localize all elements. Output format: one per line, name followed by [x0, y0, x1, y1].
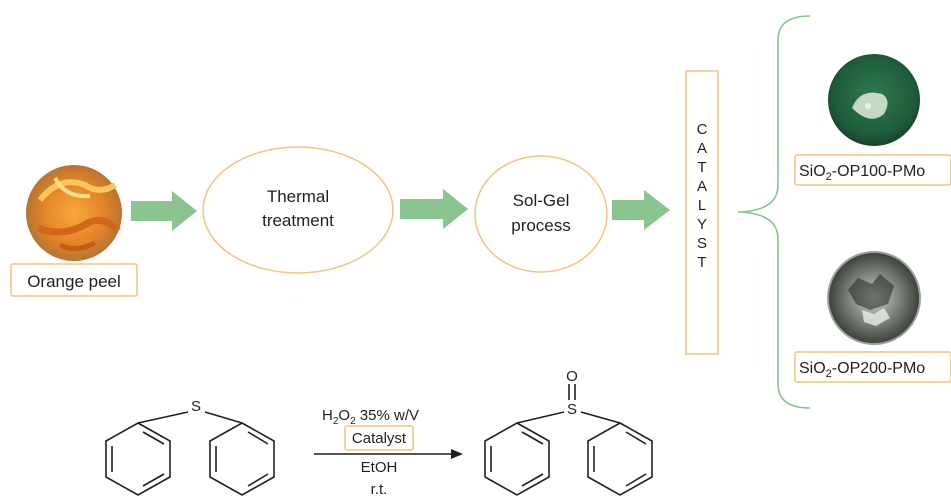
thermal-label-line2: treatment [262, 211, 334, 230]
product1-label: SiO2-OP100-PMo [799, 163, 925, 183]
catalyst-letter: A [697, 178, 707, 195]
arrow-head-icon [451, 449, 463, 459]
product1-label-box [794, 154, 951, 186]
diphenyl-sulfoxide-structure [484, 384, 653, 496]
product2-label-box [794, 351, 951, 383]
catalyst-letter: S [697, 235, 707, 252]
orange-peel-label: Orange peel [27, 272, 121, 291]
dark-powder-dish-photo [827, 251, 921, 345]
catalyst-box [685, 70, 719, 355]
product-sulfur-atom: S [567, 401, 577, 418]
diphenyl-sulfide-structure [105, 411, 275, 496]
arrow-right-icon [400, 189, 468, 229]
thermal-treatment-node [202, 146, 394, 274]
reaction-catalyst-box [344, 425, 414, 451]
solvent-label: EtOH [361, 459, 398, 476]
solgel-label-line1: Sol-Gel [513, 191, 570, 210]
orange-peel-label-box [10, 263, 138, 297]
orange-peel-photo [26, 165, 122, 261]
reaction-catalyst-label: Catalyst [352, 430, 407, 447]
sol-gel-node [474, 155, 608, 273]
arrow-right-icon [612, 190, 670, 230]
product-oxygen-atom: O [566, 368, 578, 385]
temperature-label: r.t. [371, 481, 388, 498]
catalyst-letter: T [697, 254, 706, 271]
reagent-label: H2O2 35% w/V [322, 407, 419, 427]
catalyst-letter: L [698, 197, 706, 214]
solgel-label-line2: process [511, 216, 571, 235]
catalyst-letter: Y [697, 216, 707, 233]
arrow-right-icon [131, 191, 197, 231]
product2-label: SiO2-OP200-PMo [799, 360, 925, 380]
green-powder-dish-photo [828, 54, 920, 146]
catalyst-letter: C [697, 121, 708, 138]
catalyst-letter: T [697, 159, 706, 176]
thermal-label-line1: Thermal [267, 187, 329, 206]
reactant-sulfur-atom: S [191, 398, 201, 415]
catalyst-letters: C A T A L Y S T [697, 121, 708, 271]
catalyst-letter: A [697, 140, 707, 157]
curly-brace-icon [737, 15, 811, 409]
